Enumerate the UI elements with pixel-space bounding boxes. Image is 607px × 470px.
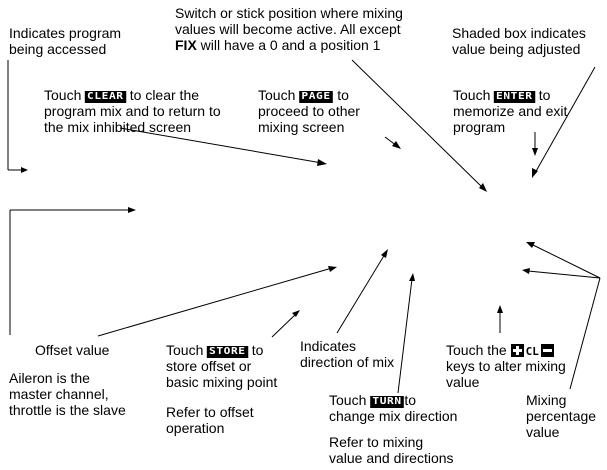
label-direction-line1: Indicates (300, 338, 357, 354)
label-refer-mixing-line2: value and directions (329, 450, 454, 466)
label-refer-mixing-line1: Refer to mixing (329, 434, 424, 450)
page-pre: Touch (258, 87, 300, 103)
arrowhead-shaded (532, 168, 538, 178)
label-switch-line3: FIX will have a 0 and a position 1 (175, 37, 380, 53)
label-clear-line3: the mix inhibited screen (44, 119, 192, 135)
arrow-mixing-2 (527, 270, 601, 279)
label-alter-line3: value (446, 374, 480, 390)
arrow-clear (119, 127, 323, 164)
alter-pre: Touch the (446, 342, 511, 358)
store-pre: Touch (166, 342, 208, 358)
label-page-line1: Touch PAGE to (258, 87, 349, 103)
label-enter-line2: memorize and exit (453, 103, 568, 119)
label-enter-line1: Touch ENTER to (453, 87, 550, 103)
store-post: to (247, 342, 264, 358)
arrow-mixing-3 (569, 277, 601, 390)
arrow-mixing-1 (530, 243, 601, 279)
arrowhead-aileron (128, 207, 136, 213)
label-aileron-line1: Aileron is the (9, 370, 90, 386)
fix-word: FIX (175, 37, 197, 53)
arrowhead-mixing-2 (522, 268, 530, 274)
arrowhead-enter (532, 148, 538, 156)
label-program-accessed-line2: being accessed (9, 41, 107, 57)
arrowhead-switch (479, 183, 487, 192)
label-store-line1: Touch STORE to (166, 342, 263, 358)
turn-key-icon: TURN (370, 396, 405, 408)
label-switch-line1: Switch or stick position where mixing (175, 5, 403, 21)
label-shaded-line1: Shaded box indicates (452, 25, 586, 41)
label-shaded-line2: value being adjusted (452, 41, 581, 57)
turn-pre: Touch (329, 392, 371, 408)
arrow-direction (336, 253, 386, 334)
label-refer-offset-line2: operation (166, 420, 225, 436)
arrowhead-offset (328, 266, 337, 272)
label-switch-line2: values will become active. All except (175, 21, 401, 37)
store-key-icon: STORE (207, 346, 249, 358)
label-page-line3: mixing screen (258, 119, 345, 135)
arrow-turn (397, 278, 413, 394)
enter-post: to (534, 87, 551, 103)
enter-pre: Touch (453, 87, 495, 103)
enter-key-icon: ENTER (494, 91, 536, 103)
label-aileron-line2: master channel, (9, 386, 109, 402)
arrow-store (271, 312, 298, 338)
label-store-line2: store offset or (166, 358, 252, 374)
label-direction-line2: direction of mix (300, 354, 395, 370)
page-post: to (333, 87, 349, 103)
label-enter-line3: program (453, 119, 506, 135)
label-offset-value: Offset value (35, 342, 110, 358)
page-key-icon: PAGE (299, 91, 334, 103)
arrowhead-store (292, 310, 300, 317)
arrow-shaded (534, 66, 596, 174)
label-page-line2: proceed to other (258, 103, 360, 119)
arrowhead-page (392, 141, 401, 149)
label-alter-line2: keys to alter mixing (446, 358, 566, 374)
arrowhead-alter (497, 305, 503, 313)
fix-rest: will have a 0 and a position 1 (196, 37, 381, 53)
arrowhead-turn (409, 273, 415, 281)
label-mixing-line3: value (526, 424, 560, 440)
arrow-switch (351, 59, 484, 189)
label-clear-line1: Touch CLEAR to clear the (44, 87, 199, 103)
clear-post: to clear the (125, 87, 200, 103)
arrowhead-mixing-1 (526, 242, 535, 248)
arrowhead-direction (381, 249, 388, 258)
minus-key-icon (540, 344, 554, 357)
arrowhead-program (21, 167, 28, 173)
label-store-line3: basic mixing point (166, 374, 278, 390)
label-clear-line2: program mix and to return to (44, 103, 221, 119)
label-alter-line1: Touch the CL (446, 342, 554, 360)
turn-post: to (404, 392, 417, 408)
cl-key-label: CL (525, 345, 539, 358)
clear-pre: Touch (44, 87, 86, 103)
label-program-accessed-line1: Indicates program (9, 25, 122, 41)
label-mixing-line2: percentage (526, 408, 597, 424)
label-turn-line2: change mix direction (329, 408, 458, 424)
clear-key-icon: CLEAR (85, 91, 127, 103)
plus-key-icon (510, 344, 524, 357)
label-aileron-line3: throttle is the slave (9, 402, 126, 418)
arrowhead-clear (317, 159, 327, 166)
arrow-offset (97, 267, 333, 337)
label-mixing-line1: Mixing (526, 392, 567, 408)
label-refer-offset-line1: Refer to offset (166, 404, 254, 420)
